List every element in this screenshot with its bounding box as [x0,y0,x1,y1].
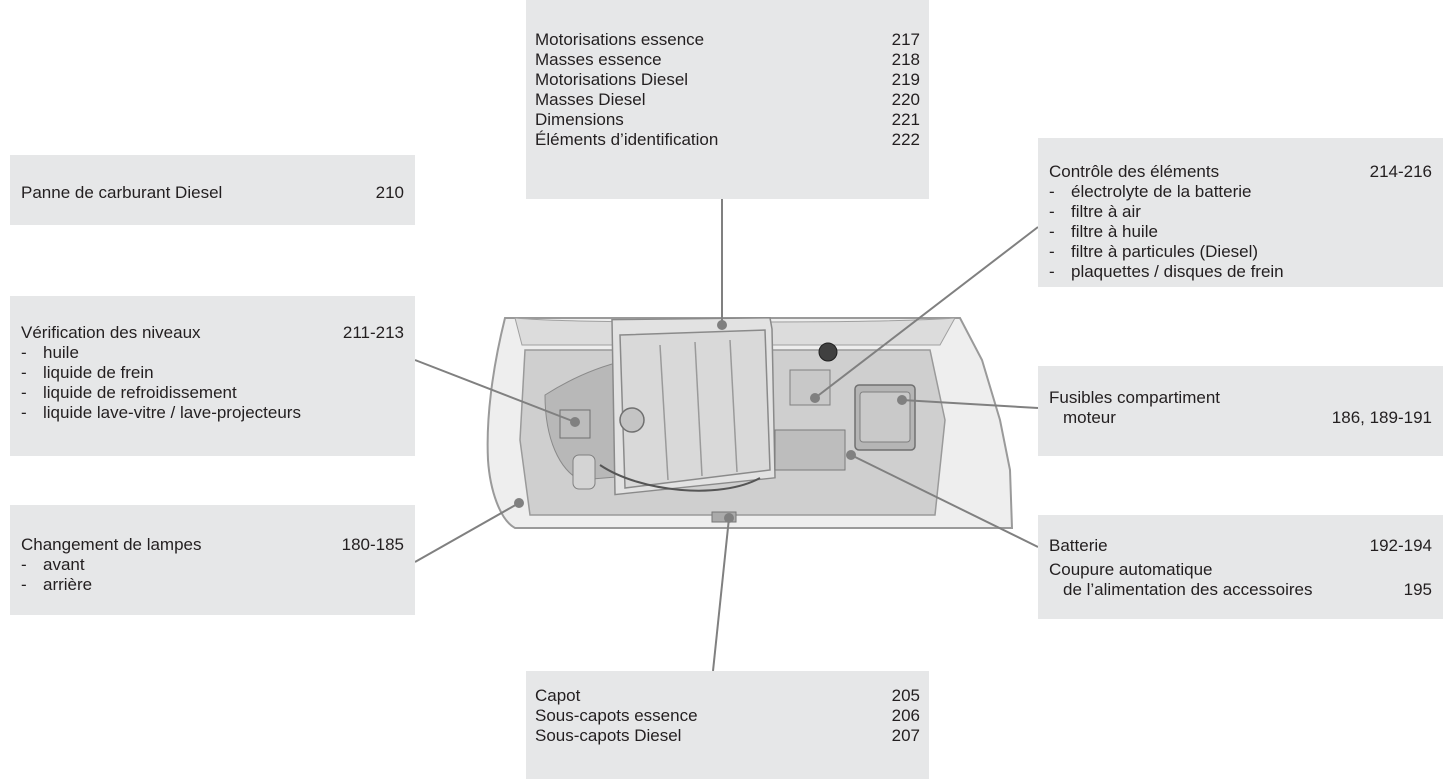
bullet-dash: - [1049,202,1055,221]
list-item: -électrolyte de la batterie [1049,182,1432,202]
battery-box: Batterie 192-194 Coupure automatique de l… [1038,515,1443,619]
row-label: Motorisations Diesel [535,70,689,89]
page-ref: 205 [891,686,920,705]
page-ref: 214-216 [1369,162,1432,181]
page-ref: 206 [891,706,920,725]
bullet-dash: - [21,575,27,594]
page-ref: 210 [375,183,404,202]
row-label: Éléments d’identification [535,130,719,149]
row-label: Changement de lampes [21,535,202,554]
list-item: -huile [21,343,404,363]
list-item: -arrière [21,575,404,595]
row-label: Motorisations essence [535,30,705,49]
item-label: arrière [43,575,93,594]
list-item: -plaquettes / disques de frein [1049,262,1432,282]
bullet-dash: - [21,555,27,574]
page-ref: 195 [1403,580,1432,599]
page-ref: 222 [891,130,920,149]
fuses-box: Fusibles compartiment moteur 186, 189-191 [1038,366,1443,456]
specs-row: Motorisations essence 217 [535,30,920,50]
row-label: Coupure automatique [1049,560,1213,579]
page-ref: 207 [891,726,920,745]
item-label: plaquettes / disques de frein [1071,262,1284,281]
leader-lines [414,199,1039,672]
item-label: filtre à air [1071,202,1141,221]
specs-row: Dimensions 221 [535,110,920,130]
row-label: Contrôle des éléments [1049,162,1220,181]
row-label: Panne de carburant Diesel [21,183,223,202]
page-ref: 219 [891,70,920,89]
auto-cutoff-row: de l’alimentation des accessoires 195 [1049,580,1432,600]
components-check-row: Contrôle des éléments 214-216 [1049,162,1432,182]
page-ref: 220 [891,90,920,109]
list-item: -filtre à huile [1049,222,1432,242]
list-item: -liquide lave-vitre / lave-projecteurs [21,403,404,423]
battery-row: Batterie 192-194 [1049,536,1432,556]
page-ref: 180-185 [341,535,404,554]
page-ref: 192-194 [1369,536,1432,555]
row-label: de l’alimentation des accessoires [1063,580,1313,599]
row-label: Batterie [1049,536,1108,555]
list-item: -liquide de refroidissement [21,383,404,403]
item-label: liquide de frein [43,363,154,382]
lamp-change-box: Changement de lampes 180-185 -avant -arri… [10,505,415,615]
bullet-dash: - [1049,262,1055,281]
bonnet-row: Sous-capots Diesel 207 [535,726,920,746]
item-label: liquide lave-vitre / lave-projecteurs [43,403,301,422]
fuel-outage-box: Panne de carburant Diesel 210 [10,155,415,225]
bullet-dash: - [1049,222,1055,241]
bonnet-box: Capot 205 Sous-capots essence 206 Sous-cap… [526,671,929,779]
specs-row: Éléments d’identification 222 [535,130,920,150]
list-item: -filtre à particules (Diesel) [1049,242,1432,262]
fuel-outage-row: Panne de carburant Diesel 210 [21,183,404,203]
bonnet-row: Sous-capots essence 206 [535,706,920,726]
engine-bay-illustration [486,317,1014,529]
page-ref: 186, 189-191 [1331,408,1432,427]
bullet-dash: - [21,383,27,402]
page-ref: 211-213 [342,323,404,342]
row-label: Dimensions [535,110,624,129]
auto-cutoff-title-row: Coupure automatique [1049,560,1432,580]
bullet-dash: - [1049,182,1055,201]
page-ref: 217 [891,30,920,49]
row-label: Masses Diesel [535,90,646,109]
page-ref: 218 [891,50,920,69]
row-label: Capot [535,686,581,705]
lamp-change-row: Changement de lampes 180-185 [21,535,404,555]
fuses-row: moteur 186, 189-191 [1049,408,1432,428]
fuses-title-row: Fusibles compartiment [1049,388,1432,408]
specs-row: Motorisations Diesel 219 [535,70,920,90]
leader-dots [514,320,907,523]
bonnet-row: Capot 205 [535,686,920,706]
bullet-dash: - [1049,242,1055,261]
page-ref: 221 [891,110,920,129]
list-item: -filtre à air [1049,202,1432,222]
list-item: -liquide de frein [21,363,404,383]
specs-box: Motorisations essence 217 Masses essence 2… [526,0,929,199]
list-item: -avant [21,555,404,575]
specs-row: Masses essence 218 [535,50,920,70]
item-label: liquide de refroidissement [43,383,237,402]
row-label: Masses essence [535,50,662,69]
item-label: avant [43,555,85,574]
item-label: électrolyte de la batterie [1071,182,1252,201]
item-label: huile [43,343,79,362]
bullet-dash: - [21,403,27,422]
row-label: Sous-capots essence [535,706,698,725]
row-label: moteur [1063,408,1116,427]
bullet-dash: - [21,363,27,382]
item-label: filtre à huile [1071,222,1158,241]
bullet-dash: - [21,343,27,362]
item-label: filtre à particules (Diesel) [1071,242,1259,261]
specs-row: Masses Diesel 220 [535,90,920,110]
level-check-row: Vérification des niveaux 211-213 [21,323,404,343]
row-label: Vérification des niveaux [21,323,201,342]
row-label: Fusibles compartiment [1049,388,1221,407]
row-label: Sous-capots Diesel [535,726,682,745]
